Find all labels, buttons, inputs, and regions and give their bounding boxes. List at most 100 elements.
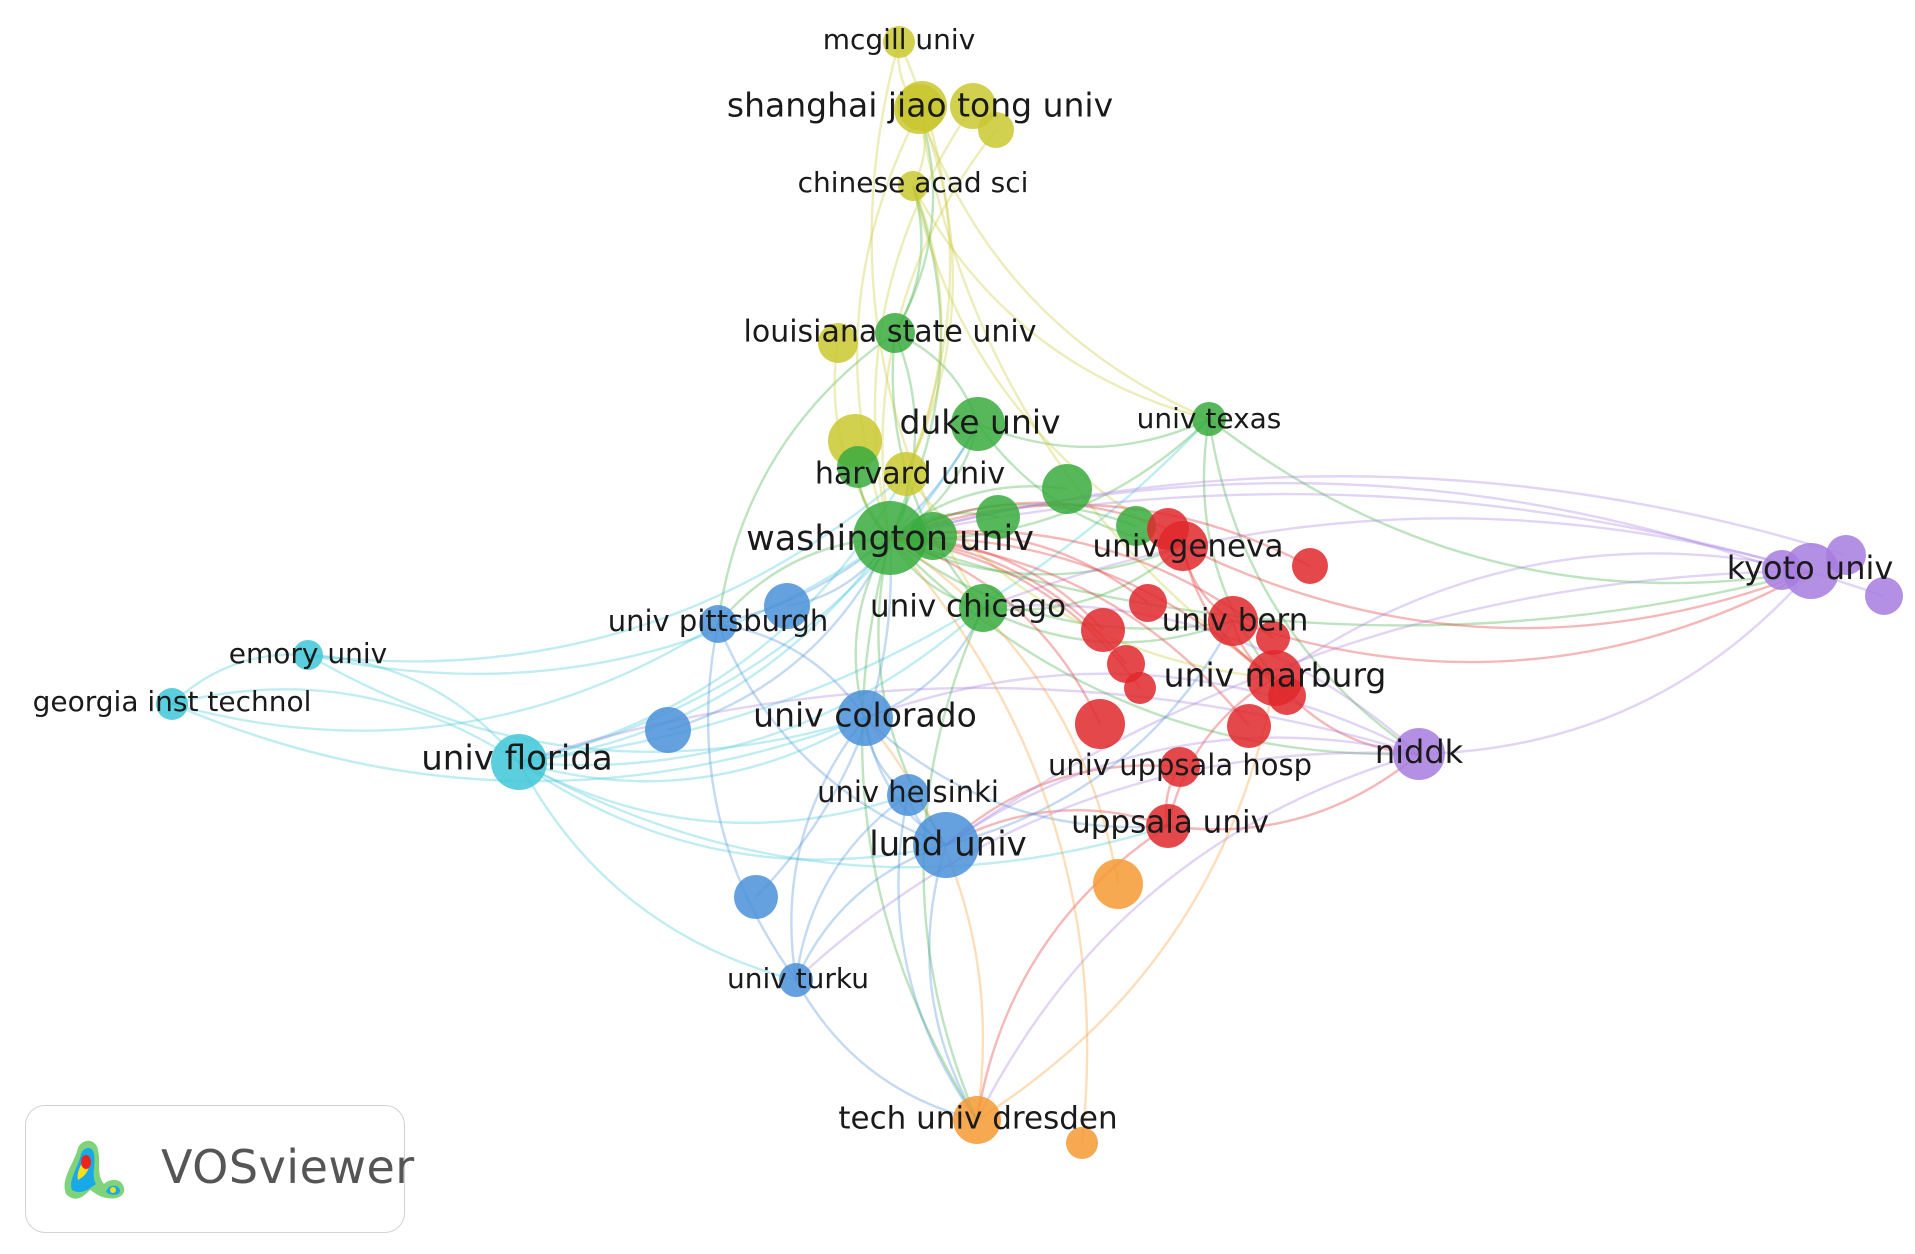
node-label-mcgill-univ: mcgill univ — [823, 23, 976, 56]
edge — [518, 716, 866, 783]
edge — [517, 761, 797, 982]
network-node-washington-univ[interactable] — [853, 501, 927, 575]
network-node-emory-univ[interactable] — [293, 640, 323, 670]
node-label-lund-univ: lund univ — [869, 825, 1027, 865]
edge — [889, 537, 1234, 630]
network-node-unlabeled[interactable] — [764, 583, 810, 629]
network-node-univ-texas[interactable] — [1192, 402, 1226, 436]
edge — [975, 752, 1420, 1121]
network-node-unlabeled[interactable] — [1093, 859, 1143, 909]
network-node-unlabeled[interactable] — [734, 875, 778, 919]
network-node-mcgill-univ[interactable] — [883, 26, 915, 58]
edge — [716, 623, 947, 847]
node-label-washington-univ: washington univ — [746, 519, 1034, 559]
edge — [1207, 418, 1420, 755]
network-node-unlabeled[interactable] — [1865, 577, 1903, 615]
network-node-unlabeled[interactable] — [1042, 464, 1092, 514]
network-node-georgia-inst-technol[interactable] — [156, 688, 188, 720]
edge — [518, 418, 1210, 764]
network-node-uppsala-univ[interactable] — [1146, 804, 1190, 848]
network-node-unlabeled[interactable] — [645, 707, 691, 753]
network-node-unlabeled[interactable] — [1075, 699, 1125, 749]
network-node-unlabeled[interactable] — [1116, 506, 1156, 546]
edge — [928, 844, 979, 1121]
edge — [307, 653, 520, 763]
network-node-chinese-acad-sci[interactable] — [898, 171, 928, 201]
network-node-univ-geneva[interactable] — [1158, 521, 1208, 571]
edge — [518, 760, 1169, 869]
node-label-univ-geneva: univ geneva — [1093, 529, 1284, 565]
network-node-univ-bern[interactable] — [1208, 596, 1258, 646]
edge — [945, 620, 1235, 847]
node-label-kyoto-univ: kyoto univ — [1727, 549, 1894, 587]
network-node-univ-pittsburgh[interactable] — [699, 605, 737, 643]
edge — [945, 764, 1181, 846]
vosviewer-badge: VOSviewer — [25, 1105, 414, 1233]
edge — [889, 537, 1420, 756]
network-node-univ-turku[interactable] — [779, 963, 813, 997]
network-node-kyoto-univ[interactable] — [1783, 543, 1839, 599]
network-node-lund-univ[interactable] — [913, 812, 979, 878]
edge — [977, 417, 1210, 449]
edge — [982, 517, 1812, 610]
edge — [171, 653, 309, 705]
edge — [889, 475, 1847, 557]
node-label-emory-univ: emory univ — [229, 637, 387, 670]
network-node-unlabeled[interactable] — [1256, 621, 1290, 655]
network-node-univ-uppsala-hosp[interactable] — [1160, 747, 1200, 787]
edge — [518, 537, 891, 764]
network-node-unlabeled[interactable] — [818, 323, 858, 363]
edge — [1274, 552, 1812, 679]
edge — [864, 717, 1169, 829]
node-label-univ-pittsburgh: univ pittsburgh — [608, 604, 829, 638]
network-node-unlabeled[interactable] — [1292, 548, 1328, 584]
edge — [790, 717, 866, 981]
network-node-unlabeled[interactable] — [1066, 1127, 1098, 1159]
edge — [889, 537, 1089, 1144]
edge — [911, 185, 1210, 421]
node-label-georgia-inst-technol: georgia inst technol — [33, 685, 312, 718]
network-node-unlabeled[interactable] — [837, 446, 879, 488]
node-label-chinese-acad-sci: chinese acad sci — [798, 166, 1029, 199]
network-node-tech-univ-dresden[interactable] — [953, 1096, 1001, 1144]
edge — [982, 545, 1184, 612]
network-node-louisiana-state-univ[interactable] — [875, 313, 915, 353]
network-node-univ-chicago[interactable] — [959, 584, 1007, 632]
node-label-louisiana-state-univ: louisiana state univ — [744, 315, 1037, 350]
edge — [1182, 544, 1812, 630]
network-node-unlabeled[interactable] — [1227, 704, 1271, 748]
node-label-univ-turku: univ turku — [727, 962, 869, 995]
network-node-shanghai-jiao-tong-univ[interactable] — [894, 84, 944, 134]
network-node-univ-helsinki[interactable] — [887, 774, 929, 816]
edge — [307, 653, 866, 753]
network-node-univ-colorado[interactable] — [837, 690, 893, 746]
network-node-niddk[interactable] — [1393, 728, 1445, 780]
node-label-univ-helsinki: univ helsinki — [817, 775, 999, 809]
edge — [518, 607, 984, 767]
network-node-univ-florida[interactable] — [491, 734, 547, 790]
network-node-unlabeled[interactable] — [978, 112, 1014, 148]
network-node-unlabeled[interactable] — [976, 495, 1020, 539]
node-label-univ-marburg: univ marburg — [1164, 656, 1387, 695]
edge — [864, 717, 985, 1121]
network-node-unlabeled[interactable] — [1129, 584, 1167, 622]
edge — [976, 677, 1277, 1122]
edge — [860, 537, 979, 1121]
nodes-layer — [156, 26, 1903, 1159]
network-node-unlabeled[interactable] — [1124, 672, 1156, 704]
edge — [873, 105, 974, 539]
network-node-harvard-univ[interactable] — [884, 452, 928, 496]
edge — [1232, 569, 1812, 664]
edge — [794, 794, 909, 981]
network-node-unlabeled[interactable] — [1081, 608, 1125, 652]
edge — [897, 794, 978, 1121]
edge — [889, 481, 1783, 572]
network-node-duke-univ[interactable] — [951, 397, 1005, 451]
edge — [706, 623, 797, 981]
edge — [975, 824, 1169, 1121]
network-node-univ-marburg[interactable] — [1247, 650, 1303, 706]
edge — [171, 688, 520, 764]
node-label-shanghai-jiao-tong-univ: shanghai jiao tong univ — [727, 86, 1113, 125]
node-label-duke-univ: duke univ — [899, 403, 1060, 442]
